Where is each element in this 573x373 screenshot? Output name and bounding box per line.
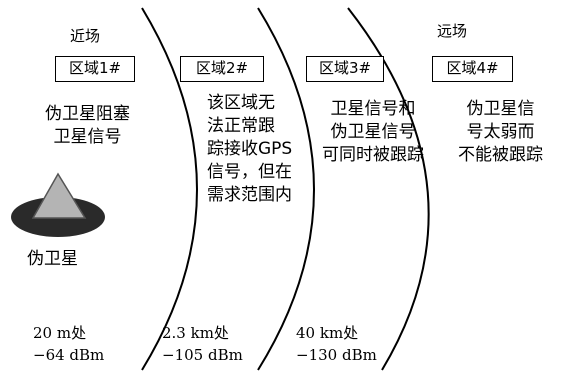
zone-3-title: 区域3#: [306, 56, 384, 82]
pseudolite-triangle: [31, 172, 87, 219]
zone-1-description: 伪卫星阻塞 卫星信号: [45, 104, 130, 147]
zone-3-measurement: 40 km处 −130 dBm: [296, 322, 377, 366]
zone-2-title: 区域2#: [180, 56, 264, 82]
zone-1-distance: 20 m处: [33, 324, 87, 342]
pseudolite-label: 伪卫星: [27, 249, 78, 269]
far-field-label: 远场: [437, 22, 468, 40]
zone-4-title: 区域4#: [432, 56, 513, 82]
near-field-label: 近场: [70, 27, 101, 45]
zone-1-measurement: 20 m处 −64 dBm: [33, 322, 104, 366]
boundary-arc-2: [257, 7, 315, 371]
boundary-arc-1: [141, 7, 198, 371]
zone-3-power: −130 dBm: [296, 346, 377, 364]
zone-1-power: −64 dBm: [33, 346, 105, 364]
zone-1-title: 区域1#: [55, 56, 135, 82]
zone-4-description: 伪卫星信 号太弱而 不能被跟踪: [458, 99, 543, 165]
zone-2-distance: 2.3 km处: [162, 324, 229, 342]
zone-2-power: −105 dBm: [162, 346, 243, 364]
zone-2-measurement: 2.3 km处 −105 dBm: [162, 322, 243, 366]
zone-3-distance: 40 km处: [296, 324, 359, 342]
zone-3-description: 卫星信号和 伪卫星信号 可同时被跟踪: [322, 99, 424, 165]
zone-2-description: 该区域无 法正常跟 踪接收GPS 信号，但在 需求范围内: [207, 93, 293, 205]
